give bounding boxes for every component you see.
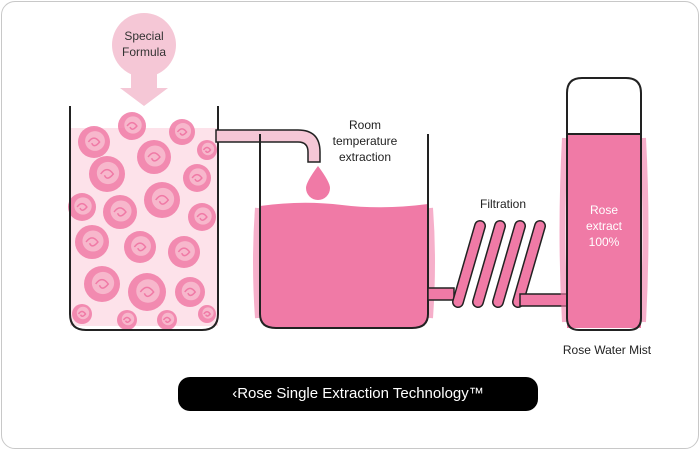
- rose-icon: [137, 140, 171, 174]
- rose-icon: [89, 156, 125, 192]
- rose-water-mist-label: Rose Water Mist: [562, 343, 652, 357]
- rose-icon: [103, 195, 137, 229]
- rose-icon: [68, 193, 96, 221]
- rose-icon: [124, 231, 156, 263]
- extraction-beaker: [253, 134, 435, 329]
- rose-icon: [169, 119, 195, 145]
- rose-icon: [168, 236, 200, 268]
- rose-icon: [75, 225, 109, 259]
- drop-icon: [306, 166, 330, 200]
- rose-icon: [84, 266, 120, 302]
- coil-segment-fill: [493, 221, 525, 307]
- rose-icon: [144, 182, 180, 218]
- rose-icon: [118, 112, 146, 140]
- coil-segment-fill: [473, 221, 505, 307]
- rose-icon: [197, 140, 217, 160]
- coil-segment-fill: [513, 221, 545, 307]
- technology-banner: ‹Rose Single Extraction Technology™: [178, 377, 538, 411]
- coil-segment-fill: [453, 221, 485, 307]
- room-temperature-label: Room temperature extraction: [332, 118, 398, 164]
- rose-icon: [188, 203, 216, 231]
- filtration-coil: [427, 220, 569, 308]
- rose-icon: [175, 277, 205, 307]
- filtration-label: Filtration: [479, 197, 526, 211]
- rose-water-bottle: [559, 77, 649, 331]
- rose-icon: [78, 126, 110, 158]
- rose-beaker: [68, 106, 219, 331]
- rose-icon: [117, 310, 137, 330]
- rose-icon: [72, 304, 92, 324]
- rose-icon: [198, 305, 216, 323]
- rose-icon: [128, 273, 166, 311]
- special-formula-badge: [112, 13, 176, 106]
- rose-icon: [157, 310, 177, 330]
- rose-extract-label: Rose extract 100%: [585, 203, 622, 249]
- special-formula-label: Special Formula: [121, 29, 166, 59]
- rose-icon: [183, 164, 211, 192]
- transfer-pipe: [215, 129, 321, 163]
